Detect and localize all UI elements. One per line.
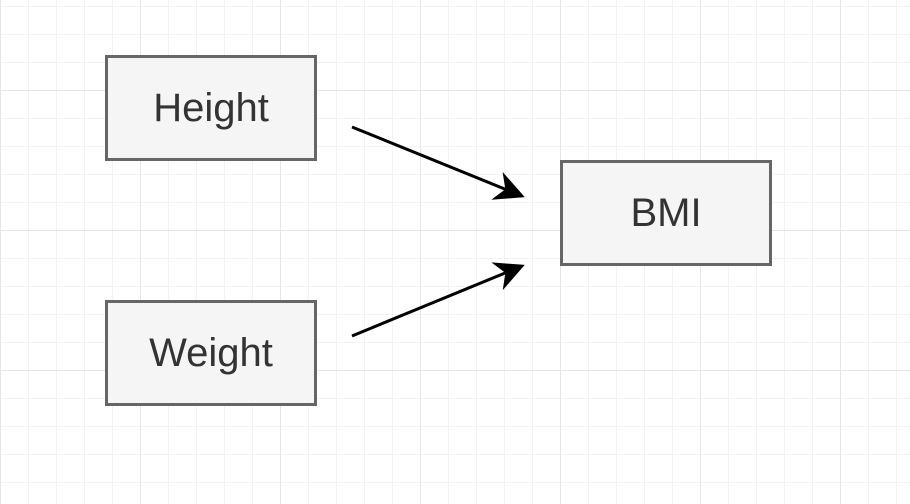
edge-height-to-bmi[interactable] bbox=[351, 125, 525, 200]
edge-weight-to-bmi[interactable] bbox=[351, 262, 525, 338]
node-bmi[interactable]: BMI bbox=[560, 160, 772, 266]
node-height-label: Height bbox=[153, 85, 269, 130]
node-weight-label: Weight bbox=[149, 330, 273, 375]
node-weight[interactable]: Weight bbox=[105, 300, 317, 406]
node-bmi-label: BMI bbox=[630, 190, 702, 235]
node-height[interactable]: Height bbox=[105, 55, 317, 161]
